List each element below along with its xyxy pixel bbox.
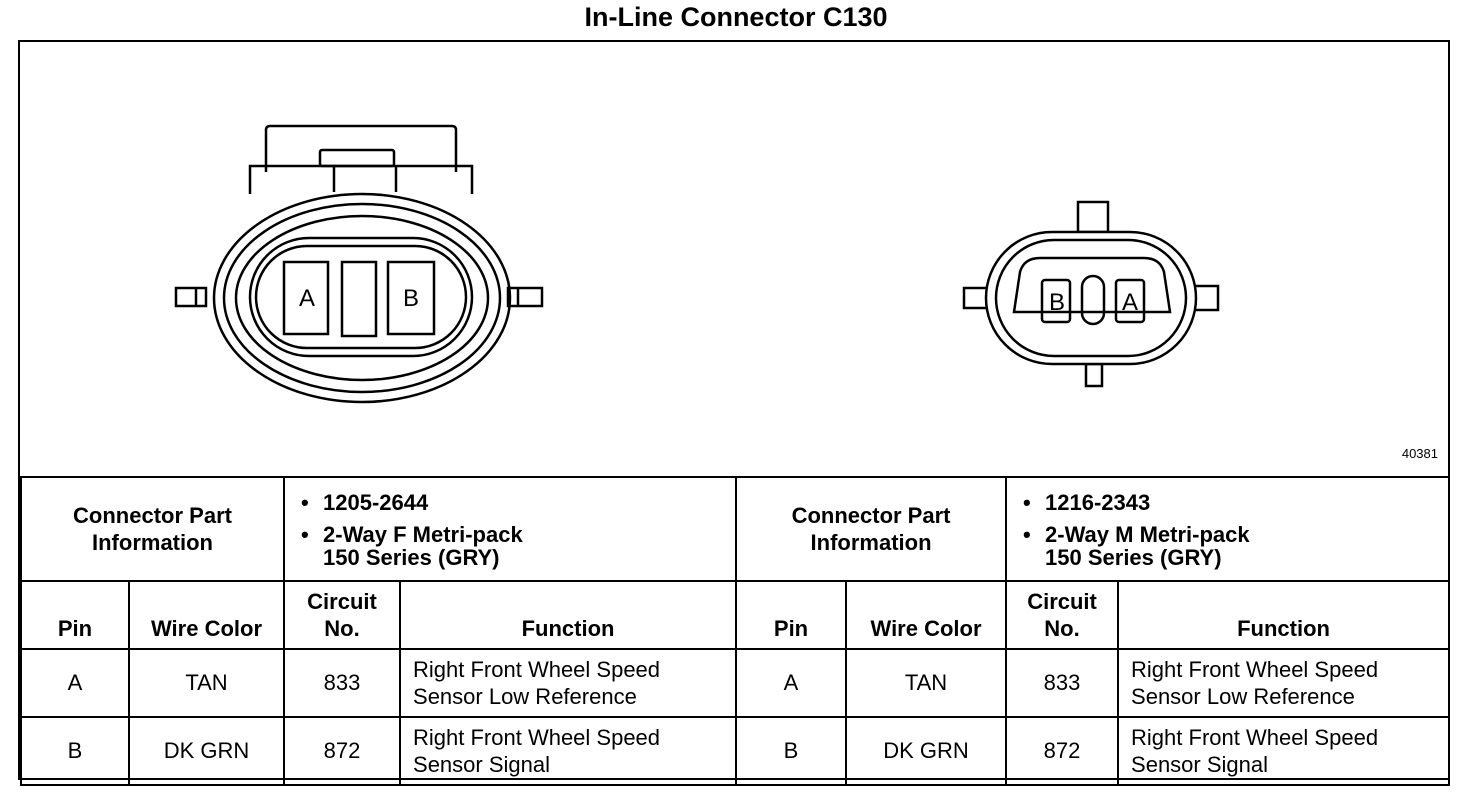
page-title: In-Line Connector C130 [584, 2, 888, 32]
part-series: 150 Series (GRY) [323, 545, 500, 570]
part-info-label: Connector Part Information [19, 476, 286, 582]
pin-cell: A [735, 648, 848, 718]
wire-color-cell: DK GRN [127, 716, 286, 786]
wire-color-header: Wire Color [127, 580, 286, 650]
circuit-header: Circuit No. [1005, 580, 1120, 650]
pin-header: Pin [20, 580, 130, 650]
connector-diagram: A B B A [174, 124, 1220, 404]
pin-cell: B [20, 716, 130, 786]
function-line: Sensor Low Reference [413, 684, 637, 709]
circuit-cell: 833 [283, 648, 402, 718]
female-pin-a-label: A [299, 285, 315, 312]
figure-number: 40381 [1401, 446, 1438, 461]
wire-color-cell: DK GRN [845, 716, 1008, 786]
pin-cell: B [735, 716, 848, 786]
connector-frame: A B B A 40381 Connector Part Information… [18, 40, 1451, 786]
part-info-row: Connector Part Information 1205-2644 2-W… [19, 476, 1451, 582]
function-line: Sensor Signal [413, 752, 550, 777]
function-line: Right Front Wheel Speed [1131, 725, 1379, 750]
male-pin-a-label: A [1122, 289, 1138, 316]
connector-info-table: Connector Part Information 1205-2644 2-W… [19, 476, 1451, 786]
part-type: 2-Way M Metri-pack [1023, 519, 1444, 551]
part-info-details: 1216-2343 2-Way M Metri-pack 150 Series … [1005, 476, 1451, 582]
female-connector-drawing [174, 124, 544, 404]
male-pin-b-label: B [1049, 289, 1065, 316]
part-info-details: 1205-2644 2-Way F Metri-pack 150 Series … [283, 476, 738, 582]
function-line: Sensor Low Reference [1131, 684, 1355, 709]
circuit-header: Circuit No. [283, 580, 402, 650]
function-line: Right Front Wheel Speed [413, 657, 661, 682]
wire-color-header: Wire Color [845, 580, 1008, 650]
circuit-cell: 872 [283, 716, 402, 786]
female-pin-b-label: B [403, 285, 419, 312]
function-line: Right Front Wheel Speed [413, 725, 661, 750]
function-header: Function [399, 580, 738, 650]
circuit-cell: 872 [1005, 716, 1120, 786]
pin-cell: A [20, 648, 130, 718]
wire-color-cell: TAN [845, 648, 1008, 718]
part-type: 2-Way F Metri-pack [301, 519, 731, 551]
male-connector-drawing [962, 200, 1220, 388]
part-number: 1216-2343 [1023, 487, 1444, 519]
part-series: 150 Series (GRY) [1045, 545, 1222, 570]
part-info-label: Connector Part Information [735, 476, 1008, 582]
function-line: Sensor Signal [1131, 752, 1269, 777]
part-number: 1205-2644 [301, 487, 731, 519]
circuit-cell: 833 [1005, 648, 1120, 718]
pin-header: Pin [735, 580, 848, 650]
function-line: Right Front Wheel Speed [1131, 657, 1379, 682]
wire-color-cell: TAN [127, 648, 286, 718]
table-header-row: Pin Wire Color Circuit No. Function Pin … [20, 580, 1451, 650]
function-header: Function [1117, 580, 1451, 650]
